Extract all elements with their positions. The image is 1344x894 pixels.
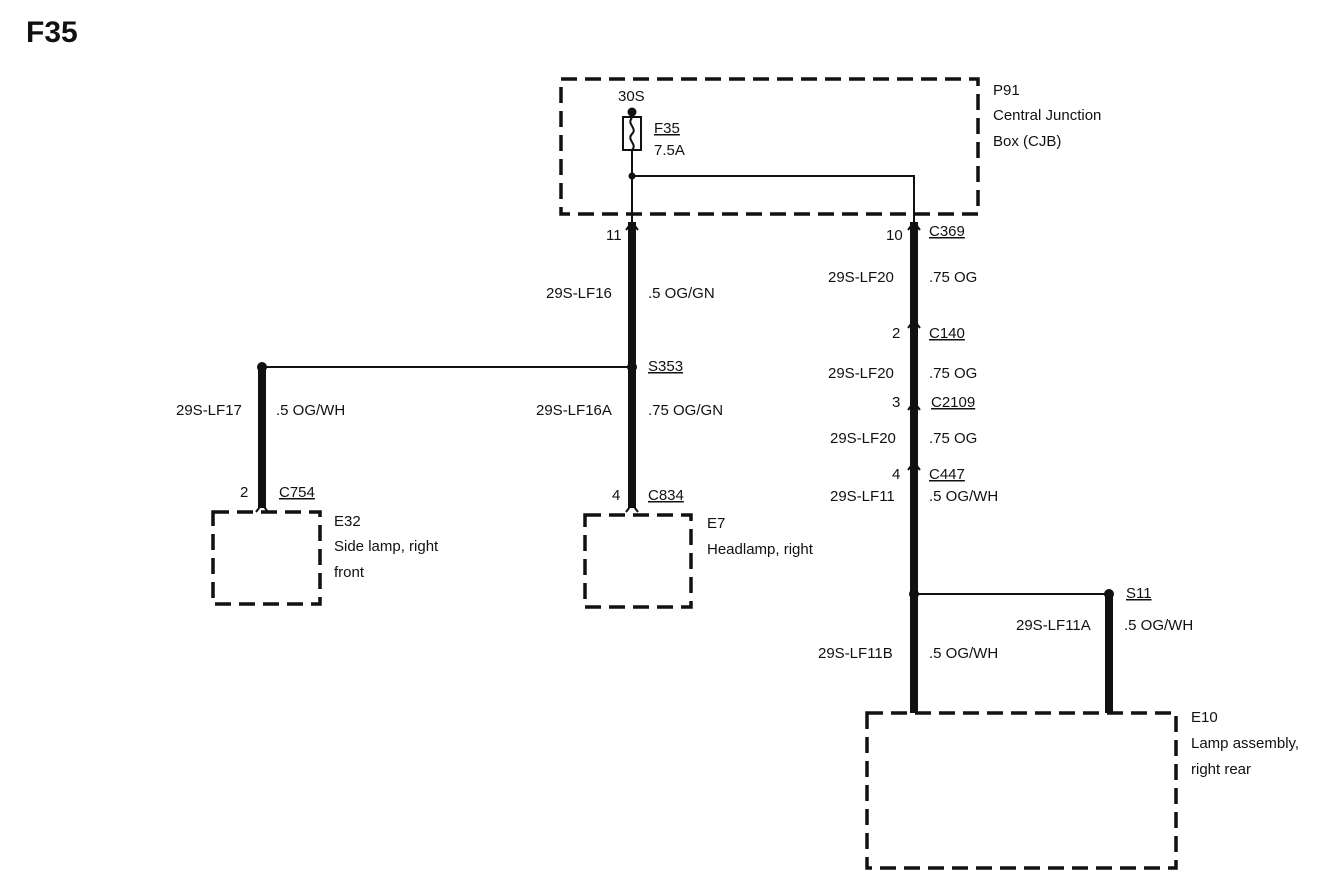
c834-connector-icon	[625, 502, 639, 513]
c447-connector-icon	[907, 460, 921, 471]
c754-connector-icon	[255, 502, 269, 513]
pin-c140: 2	[892, 325, 900, 342]
c2109-connector-icon	[907, 400, 921, 411]
page-title: F35	[26, 16, 78, 49]
wire-lf16a-circuit: 29S-LF16A	[536, 402, 612, 419]
wire-lf16-spec: .5 OG/GN	[648, 285, 715, 302]
wire-lf20c-circuit: 29S-LF20	[830, 430, 896, 447]
wire-lf11a-spec: .5 OG/WH	[1124, 617, 1193, 634]
wire-lf20b-circuit: 29S-LF20	[828, 365, 894, 382]
e32-name-line2: front	[334, 564, 365, 581]
pin-c447: 4	[892, 466, 900, 483]
e7-name-line1: Headlamp, right	[707, 541, 814, 558]
wire-lf11-circuit: 29S-LF11	[830, 488, 895, 505]
e10-name-line2: right rear	[1191, 761, 1251, 778]
splice-s353-label: S353	[648, 358, 683, 375]
fuse-feed-label: 30S	[618, 88, 645, 105]
wire-lf20c-spec: .75 OG	[929, 430, 977, 447]
cjb-box	[559, 77, 980, 216]
pin-c834: 4	[612, 487, 620, 504]
cjb-internal-branch	[632, 175, 915, 222]
wire-lf16-circuit: 29S-LF16	[546, 285, 612, 302]
e32-name-line1: Side lamp, right	[334, 538, 439, 555]
c369-left-connector-icon	[625, 220, 639, 231]
e10-box	[865, 711, 1178, 870]
e7-box	[583, 513, 693, 609]
connector-c754: C754	[279, 484, 315, 501]
pin-c369-left: 11	[606, 227, 622, 244]
wire-lf20a-circuit: 29S-LF20	[828, 269, 894, 286]
p91-id: P91	[993, 82, 1020, 99]
wire-lf11a-circuit: 29S-LF11A	[1016, 617, 1091, 634]
fuse-element-icon	[629, 117, 635, 151]
connector-c834: C834	[648, 487, 684, 504]
pin-c2109: 3	[892, 394, 900, 411]
e32-id: E32	[334, 513, 361, 530]
connector-c140: C140	[929, 325, 965, 342]
pin-c369-right: 10	[886, 227, 903, 244]
wire-lf20a-spec: .75 OG	[929, 269, 977, 286]
connector-c369: C369	[929, 223, 965, 240]
e7-id: E7	[707, 515, 725, 532]
e10-name-line1: Lamp assembly,	[1191, 735, 1299, 752]
c140-connector-icon	[907, 318, 921, 329]
p91-name-line2: Box (CJB)	[993, 133, 1061, 150]
pin-c754: 2	[240, 484, 248, 501]
wire-lf16a-spec: .75 OG/GN	[648, 402, 723, 419]
wire-lf17-circuit: 29S-LF17	[176, 402, 242, 419]
wire-lf11b-spec: .5 OG/WH	[929, 645, 998, 662]
connector-c2109: C2109	[931, 394, 975, 411]
e32-box	[211, 510, 322, 606]
splice-s11-label: S11	[1126, 585, 1152, 602]
connector-c447: C447	[929, 466, 965, 483]
wire-lf11b-circuit: 29S-LF11B	[818, 645, 893, 662]
fuse-id: F35	[654, 120, 680, 137]
c369-right-connector-icon	[907, 220, 921, 231]
wire-lf17-spec: .5 OG/WH	[276, 402, 345, 419]
fuse-rating: 7.5A	[654, 142, 685, 159]
p91-name-line1: Central Junction	[993, 107, 1101, 124]
wire-lf20b-spec: .75 OG	[929, 365, 977, 382]
wire-lf11-spec: .5 OG/WH	[929, 488, 998, 505]
e10-id: E10	[1191, 709, 1218, 726]
